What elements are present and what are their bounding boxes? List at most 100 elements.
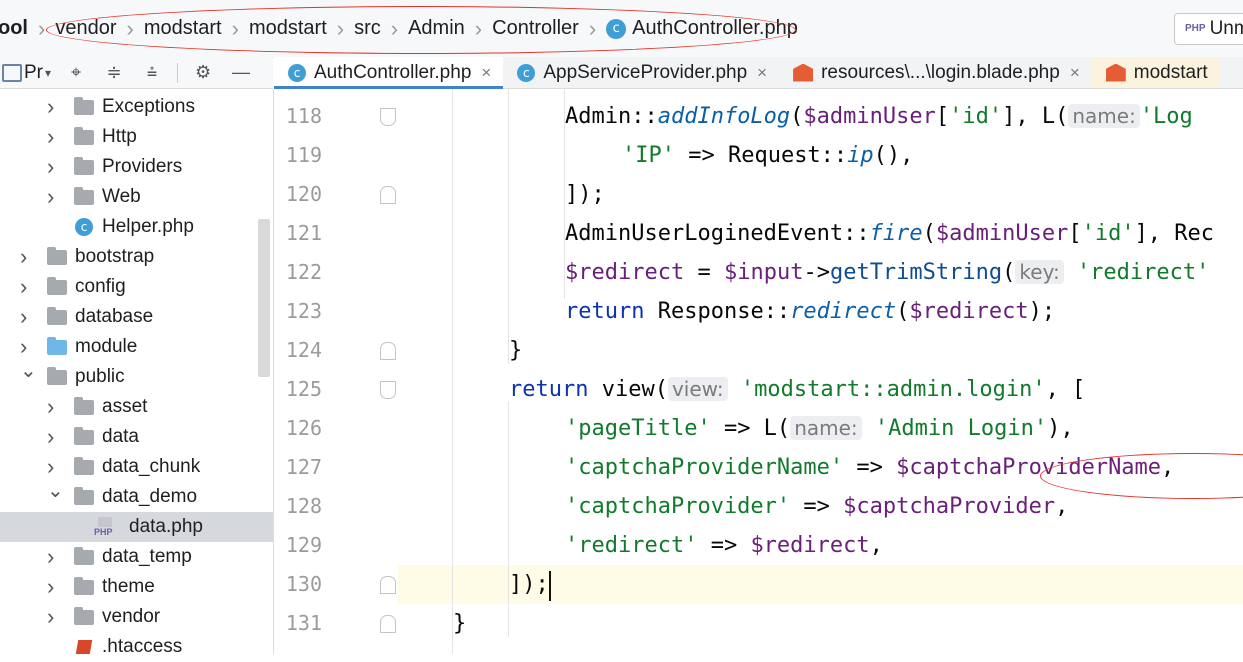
tree-item[interactable]: › data <box>0 422 273 452</box>
folder-icon <box>74 547 94 565</box>
fold-start-icon[interactable] <box>380 576 396 594</box>
text-caret <box>549 571 551 601</box>
project-view-icon <box>2 63 22 82</box>
annotation-oval <box>46 6 796 54</box>
chevron-down-icon[interactable]: ⌄ <box>47 480 64 502</box>
chevron-right-icon[interactable]: › <box>47 184 55 209</box>
chevron-down-icon[interactable]: ▾ <box>45 65 52 80</box>
tree-item[interactable]: ›data_temp <box>0 542 273 572</box>
line-number: 129 <box>285 533 322 557</box>
tree-item[interactable]: › data_chunk <box>0 452 273 482</box>
tree-item[interactable]: ›Providers <box>0 152 273 182</box>
line-number: 123 <box>285 299 322 323</box>
code-line-125: return view(view: 'modstart::admin.login… <box>509 377 1086 402</box>
locate-icon[interactable]: ⌖ <box>70 62 82 82</box>
tree-item[interactable]: › Web <box>0 182 273 212</box>
tab-label: AppServiceProvider.php <box>543 61 748 83</box>
fold-start-icon[interactable] <box>380 342 396 360</box>
php-class-icon: c <box>75 218 93 236</box>
tab-app-service-provider[interactable]: c AppServiceProvider.php × <box>503 57 779 88</box>
tab-auth-controller[interactable]: c AuthController.php × <box>274 57 504 89</box>
chevron-right-icon[interactable]: › <box>20 274 28 299</box>
chevron-right-icon[interactable]: › <box>47 124 55 149</box>
tab-modstart[interactable]: modstart <box>1091 57 1220 88</box>
chevron-right-icon[interactable]: › <box>20 334 28 359</box>
indent-guide <box>508 401 509 637</box>
chevron-right-icon[interactable]: › <box>47 424 55 449</box>
chevron-right-icon[interactable]: › <box>47 604 55 629</box>
chevron-down-icon[interactable]: ⌄ <box>20 360 37 382</box>
parameter-hint: view: <box>667 377 728 401</box>
tab-login-blade[interactable]: resources\...\login.blade.php × <box>779 57 1092 88</box>
tree-item[interactable]: ›config <box>0 272 273 302</box>
fold-start-icon[interactable] <box>380 615 396 633</box>
tree-item[interactable]: ⌄public <box>0 360 273 392</box>
tree-item-label: Exceptions <box>102 96 195 117</box>
line-number: 118 <box>285 104 322 128</box>
divider <box>177 62 179 83</box>
folder-icon <box>74 127 94 145</box>
collapse-all-icon[interactable]: ⩮ <box>146 62 158 82</box>
code-line-131: } <box>453 611 467 636</box>
folder-icon <box>74 577 94 595</box>
code-line-121: AdminUserLoginedEvent::fire($adminUser['… <box>565 221 1215 246</box>
tree-item[interactable]: ›asset <box>0 392 273 422</box>
folder-icon <box>47 247 67 265</box>
tree-item[interactable]: › vendor <box>0 602 273 632</box>
gear-icon[interactable]: ⚙ <box>194 62 212 82</box>
tree-item[interactable]: ›bootstrap <box>0 242 273 272</box>
php-file-icon: PHP <box>94 517 113 537</box>
code-line-128: 'captchaProvider' => $captchaProvider, <box>565 494 1069 519</box>
tree-item[interactable]: ›Http <box>0 122 273 152</box>
tree-item[interactable]: ›module <box>0 332 273 362</box>
chevron-right-icon[interactable]: › <box>47 94 55 119</box>
breadcrumb-item[interactable]: ool <box>0 17 28 39</box>
close-icon[interactable]: × <box>481 62 492 82</box>
tree-item-label: vendor <box>102 606 161 627</box>
php-file-icon: PHP <box>1185 23 1206 34</box>
indent-guide <box>508 89 509 364</box>
code-line-129: 'redirect' => $redirect, <box>565 533 883 558</box>
tree-item[interactable]: ›theme <box>0 572 273 602</box>
tree-item-label: data <box>102 426 139 447</box>
close-icon[interactable]: × <box>1069 62 1080 82</box>
line-number: 119 <box>285 143 322 167</box>
tree-item[interactable]: › Exceptions <box>0 92 273 122</box>
chevron-right-icon[interactable]: › <box>47 154 55 179</box>
tree-item[interactable]: .htaccess <box>0 632 273 662</box>
chevron-right-icon[interactable]: › <box>47 394 55 419</box>
close-icon[interactable]: × <box>757 62 768 82</box>
chevron-right-icon[interactable]: › <box>47 454 55 479</box>
project-toolbar: Pr ▾ ⌖ ≑ ⩮ ⚙ — <box>0 57 273 89</box>
unmark-button[interactable]: PHP Unm <box>1174 13 1243 45</box>
tree-item-label: data_chunk <box>102 456 201 477</box>
fold-end-icon[interactable] <box>380 108 396 126</box>
folder-icon <box>74 397 94 415</box>
line-number: 122 <box>285 260 322 284</box>
chevron-right-icon[interactable]: › <box>20 304 28 329</box>
minimize-icon[interactable]: — <box>232 62 251 82</box>
fold-start-icon[interactable] <box>380 186 396 204</box>
chevron-right-icon[interactable]: › <box>20 244 28 269</box>
project-title[interactable]: Pr <box>24 61 43 83</box>
chevron-right-icon[interactable]: › <box>47 544 55 569</box>
expand-all-icon[interactable]: ≑ <box>106 62 122 82</box>
tree-item-label: database <box>75 306 154 327</box>
php-class-icon: c <box>517 63 536 82</box>
tree-item-label: Helper.php <box>102 216 194 237</box>
scrollbar[interactable] <box>258 219 270 377</box>
code-line-119: 'IP' => Request::ip(), <box>622 143 914 168</box>
tree-item[interactable]: ⌄data_demo <box>0 480 273 512</box>
parameter-hint: name: <box>790 416 862 440</box>
parameter-hint: name: <box>1068 104 1140 128</box>
tree-item[interactable]: › database <box>0 302 273 332</box>
tree-item-label: Web <box>102 186 141 207</box>
fold-end-icon[interactable] <box>380 381 396 399</box>
tree-item[interactable]: c Helper.php <box>0 212 273 242</box>
code-line-120: ]); <box>565 182 605 207</box>
code-line-118: Admin::addInfoLog($adminUser['id'], L(na… <box>565 104 1193 129</box>
chevron-right-icon[interactable]: › <box>47 574 55 599</box>
